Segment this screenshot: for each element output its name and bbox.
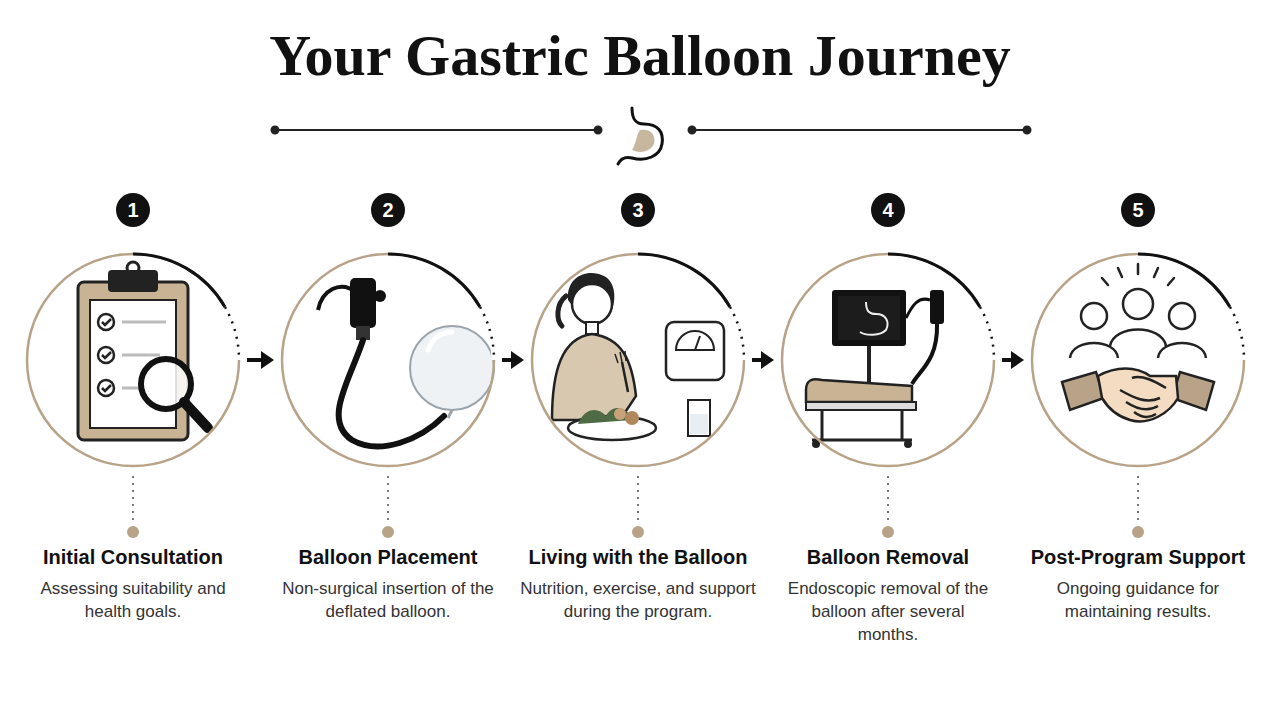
ring-arc	[133, 254, 225, 307]
step-ring	[1030, 252, 1246, 468]
step-heading: Balloon Placement	[281, 546, 496, 569]
leader-lines	[133, 476, 1138, 524]
ring-gap	[480, 307, 494, 360]
ring-outline	[782, 254, 994, 466]
stomach-icon	[618, 108, 662, 164]
step-heading: Initial Consultation	[28, 546, 238, 569]
step-number: 2	[371, 193, 405, 227]
ring-dots	[980, 307, 994, 360]
step-description: Non-surgical insertion of the deflated b…	[281, 577, 496, 623]
diagram-title: Your Gastric Balloon Journey	[0, 22, 1280, 89]
ring-gap	[1230, 307, 1244, 360]
step-text: Balloon RemovalEndoscopic removal of the…	[786, 546, 991, 646]
ring-arc	[1138, 254, 1230, 307]
step-ring	[280, 252, 496, 468]
step-circle: Living with the BalloonNutrition, exerci…	[530, 252, 746, 468]
arrow-head	[761, 351, 774, 369]
ring-arc	[388, 254, 480, 307]
step-circle: Balloon PlacementNon-surgical insertion …	[280, 252, 496, 468]
step-text: Balloon PlacementNon-surgical insertion …	[281, 546, 496, 623]
step-circle: Balloon RemovalEndoscopic removal of the…	[780, 252, 996, 468]
step-heading: Post-Program Support	[1031, 546, 1246, 569]
endoscope-icon	[318, 278, 494, 446]
flow-arrow	[1002, 351, 1024, 369]
ring-arc	[888, 254, 980, 307]
flow-arrow	[247, 351, 274, 369]
ring-gap	[730, 307, 744, 360]
step-heading: Balloon Removal	[786, 546, 991, 569]
step-number: 3	[621, 193, 655, 227]
step-ring	[25, 252, 241, 468]
ring-dots	[1230, 307, 1244, 360]
step-number: 4	[871, 193, 905, 227]
ring-outline	[27, 254, 239, 466]
ring-gap	[225, 307, 239, 360]
ring-outline	[282, 254, 494, 466]
arrow-head	[261, 351, 274, 369]
clipboard-icon	[78, 262, 208, 440]
step-circle: Initial ConsultationAssessing suitabilit…	[25, 252, 241, 468]
arrow-head	[1011, 351, 1024, 369]
ring-dots	[480, 307, 494, 360]
ring-dots	[730, 307, 744, 360]
ring-outline	[1032, 254, 1244, 466]
leader-dots	[127, 526, 1144, 538]
step-number: 5	[1121, 193, 1155, 227]
step-text: Initial ConsultationAssessing suitabilit…	[28, 546, 238, 623]
step-circle: Post-Program SupportOngoing guidance for…	[1030, 252, 1246, 468]
support-icon	[1062, 264, 1214, 421]
ring-outline	[532, 254, 744, 466]
flow-arrow	[752, 351, 774, 369]
flow-arrow	[502, 351, 524, 369]
step-heading: Living with the Balloon	[513, 546, 763, 569]
step-description: Endoscopic removal of the balloon after …	[786, 577, 991, 646]
step-description: Nutrition, exercise, and support during …	[513, 577, 763, 623]
eating-icon	[552, 273, 724, 440]
step-text: Post-Program SupportOngoing guidance for…	[1031, 546, 1246, 623]
step-ring	[530, 252, 746, 468]
step-ring	[780, 252, 996, 468]
step-description: Assessing suitability and health goals.	[28, 577, 238, 623]
step-text: Living with the BalloonNutrition, exerci…	[513, 546, 763, 623]
ring-gap	[980, 307, 994, 360]
arrow-head	[511, 351, 524, 369]
step-description: Ongoing guidance for maintaining results…	[1031, 577, 1246, 623]
procedure-room-icon	[806, 290, 944, 448]
ring-arc	[638, 254, 730, 307]
step-number: 1	[116, 193, 150, 227]
ring-dots	[225, 307, 239, 360]
